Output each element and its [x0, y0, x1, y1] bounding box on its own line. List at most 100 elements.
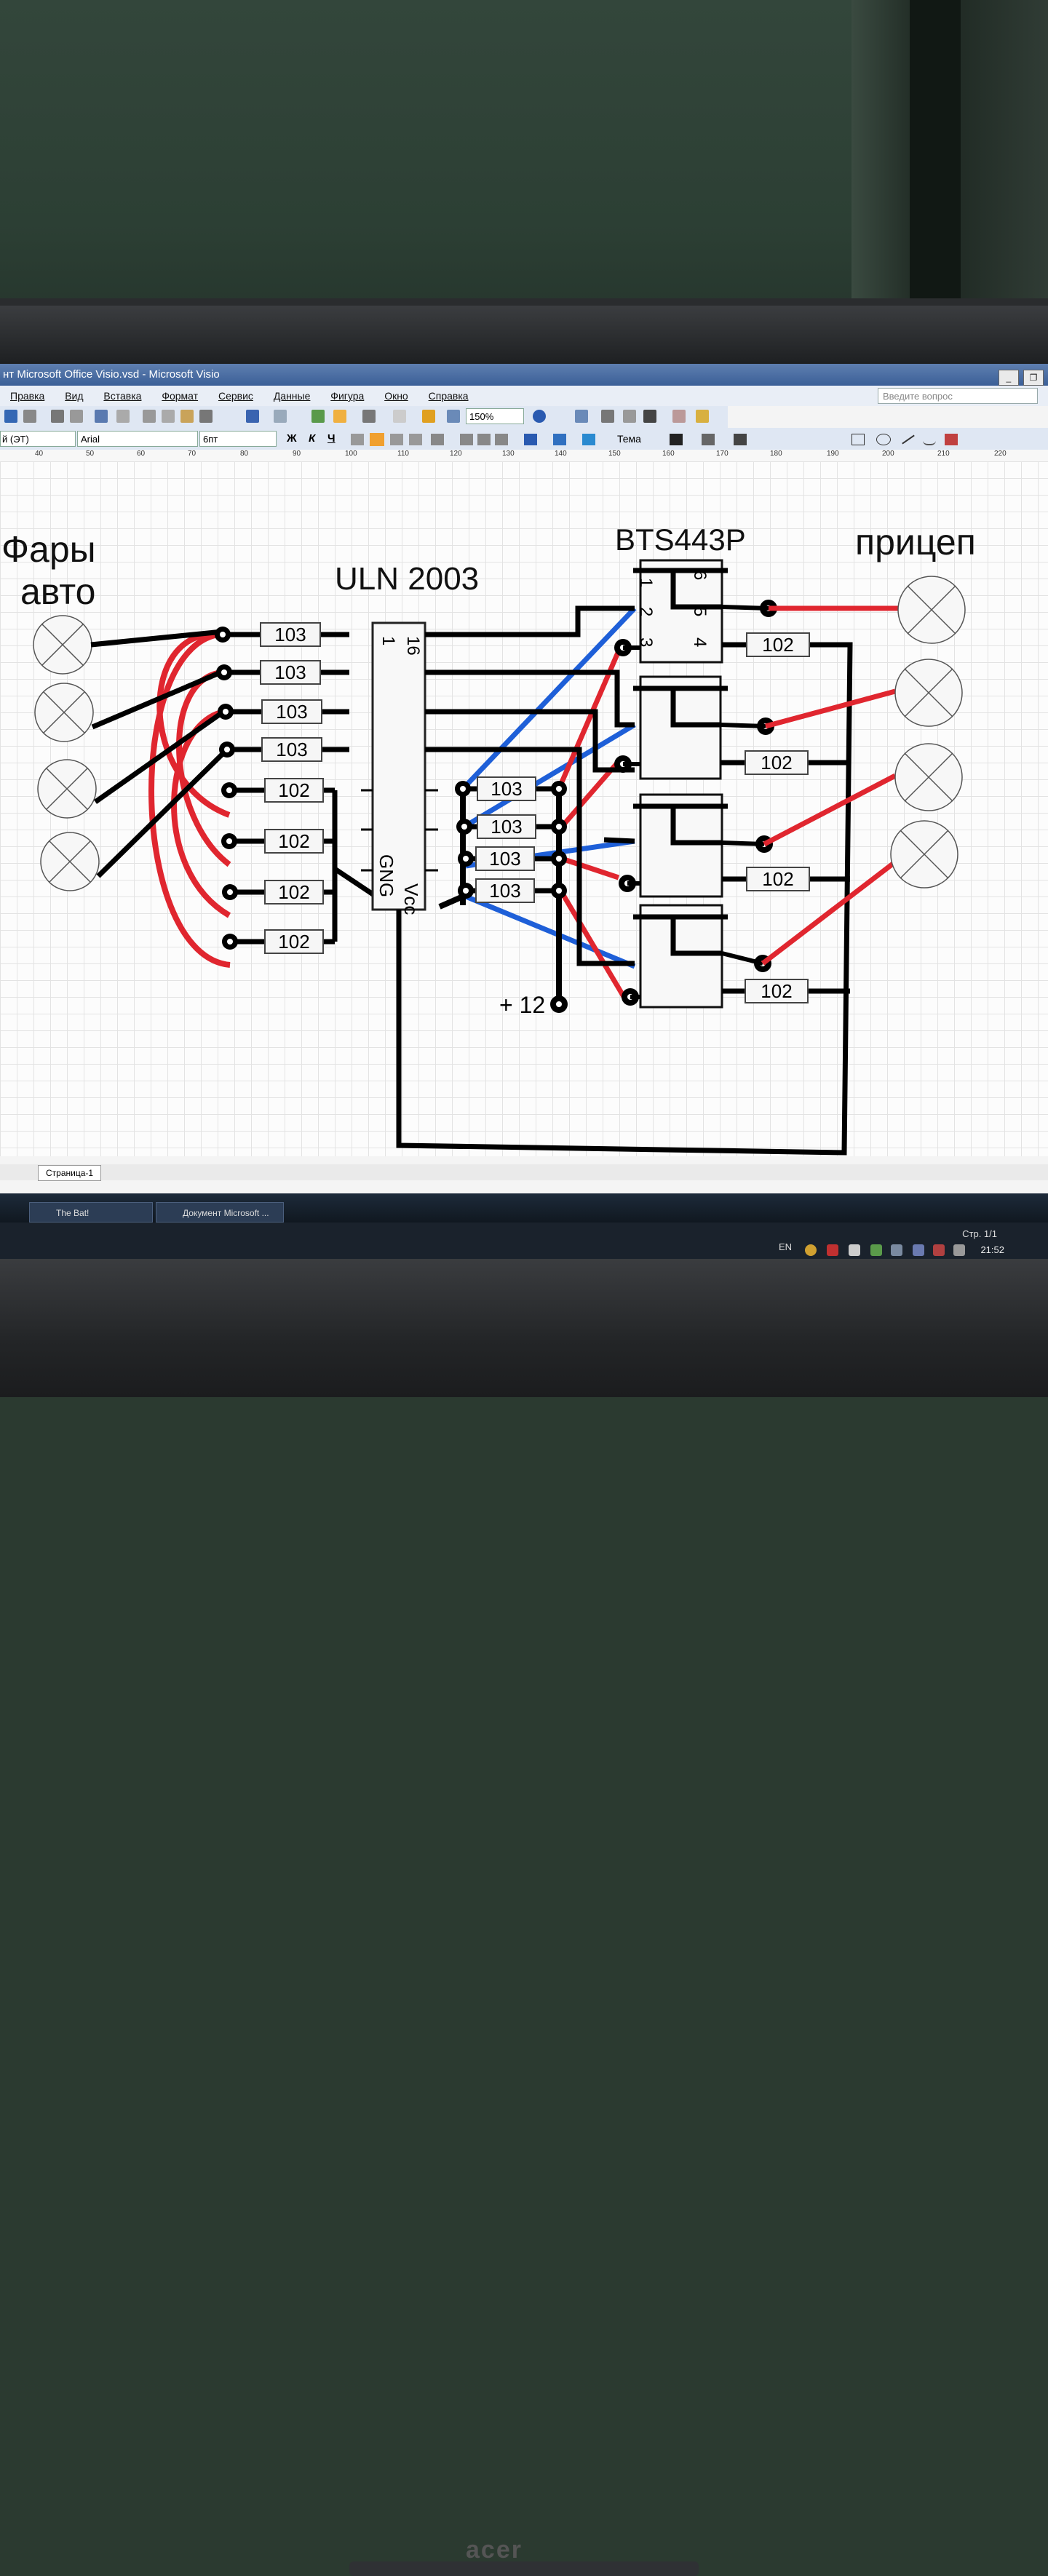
align-left-icon[interactable] [351, 434, 364, 445]
ruler-tick: 60 [137, 450, 146, 458]
bold-button[interactable]: Ж [287, 432, 297, 445]
connector-tool-icon[interactable] [362, 410, 376, 423]
pin-1-label: 1 [378, 636, 398, 645]
resistor-label: 103 [491, 778, 522, 800]
menu-view[interactable]: Вид [65, 390, 84, 402]
tray-icon[interactable] [933, 1244, 945, 1256]
align-center-icon[interactable] [370, 433, 384, 446]
menu-format[interactable]: Формат [162, 390, 199, 402]
ruler-tick: 80 [240, 450, 249, 458]
menu-window[interactable]: Окно [384, 390, 408, 402]
ruler-tick: 220 [994, 450, 1007, 458]
resistor-label: 102 [761, 752, 792, 774]
minimize-button[interactable]: _ [998, 370, 1019, 386]
resistor: 103 [458, 846, 567, 871]
save-icon[interactable] [4, 410, 17, 423]
pointer-tool-icon[interactable] [333, 410, 346, 423]
redo-icon[interactable] [274, 410, 287, 423]
fill-color-icon[interactable] [582, 434, 595, 445]
red-wire [765, 688, 896, 729]
crop-icon[interactable] [601, 410, 614, 423]
ruler-tick: 90 [293, 450, 301, 458]
menu-shape[interactable]: Фигура [330, 390, 365, 402]
research-icon[interactable] [95, 410, 108, 423]
ellipse-tool-icon[interactable] [876, 434, 891, 445]
rectangle-tool-icon[interactable] [852, 434, 865, 445]
format-painter-icon[interactable] [116, 410, 130, 423]
menu-help[interactable]: Справка [428, 390, 469, 402]
print-icon[interactable] [23, 410, 36, 423]
help-icon[interactable] [533, 410, 546, 423]
line-pattern-icon[interactable] [702, 434, 715, 445]
taskbar-app-thebat[interactable]: The Bat! [29, 1202, 153, 1223]
help-search-input[interactable]: Введите вопрос [878, 388, 1038, 404]
language-indicator[interactable]: EN [779, 1241, 793, 1252]
line-style-icon[interactable] [643, 410, 656, 423]
italic-button[interactable]: К [309, 432, 316, 445]
volume-icon[interactable] [953, 1244, 965, 1256]
underline-button[interactable]: Ч [328, 432, 336, 445]
ruler-tick: 170 [716, 450, 729, 458]
drawing-canvas[interactable]: Фары авто ULN 2003 BTS443P прицеп [0, 461, 1048, 1156]
align-right-icon[interactable] [390, 434, 403, 445]
line-weight-icon[interactable] [670, 434, 683, 445]
zoom-select[interactable]: 150% [466, 408, 524, 424]
freeform-tool-icon[interactable] [923, 434, 936, 445]
tray-icon[interactable] [827, 1244, 838, 1256]
increase-indent-icon[interactable] [495, 434, 508, 445]
bullets-icon[interactable] [460, 434, 473, 445]
font-size-select[interactable]: 6пт [199, 431, 277, 447]
justify-icon[interactable] [409, 434, 422, 445]
copy-icon[interactable] [162, 410, 175, 423]
line-ends-icon[interactable] [734, 434, 747, 445]
undo-icon[interactable] [246, 410, 259, 423]
red-wire [156, 631, 231, 818]
paste-icon[interactable] [180, 410, 194, 423]
clock[interactable]: 21:52 [980, 1244, 1004, 1255]
shapes-icon[interactable] [311, 410, 325, 423]
font-select[interactable]: Arial [77, 431, 198, 447]
insert-picture-icon[interactable] [575, 410, 588, 423]
resistor-label: 103 [491, 816, 522, 838]
style-select[interactable]: й (ЭТ) [0, 431, 76, 447]
uln-label: ULN 2003 [335, 561, 479, 597]
ruler-tick: 140 [555, 450, 567, 458]
page-tab[interactable]: Страница-1 [38, 1165, 102, 1181]
color-schemes-icon[interactable] [672, 410, 686, 423]
pan-zoom-icon[interactable] [447, 410, 460, 423]
layers-icon[interactable] [696, 410, 709, 423]
menu-data[interactable]: Данные [273, 390, 311, 402]
menu-tools[interactable]: Сервис [218, 390, 253, 402]
delete-icon[interactable] [199, 410, 213, 423]
font-color-icon[interactable] [524, 434, 537, 445]
rotate-icon[interactable] [623, 410, 636, 423]
print-preview-icon[interactable] [51, 410, 64, 423]
spelling-icon[interactable] [70, 410, 83, 423]
resistor-label: 103 [274, 624, 306, 645]
lamp-icon [37, 759, 97, 819]
tray-icon[interactable] [870, 1244, 882, 1256]
tray-icon[interactable] [805, 1244, 817, 1256]
headlight-wires [90, 629, 229, 878]
menu-insert[interactable]: Вставка [103, 390, 142, 402]
taskbar-app-document[interactable]: Документ Microsoft ... [156, 1202, 284, 1223]
decrease-indent-icon[interactable] [477, 434, 491, 445]
connection-point-icon[interactable] [422, 410, 435, 423]
pencil-tool-icon[interactable] [945, 434, 958, 445]
menu-edit[interactable]: Правка [10, 390, 45, 402]
page-count: Стр. 1/1 [962, 1228, 997, 1239]
monitor-brand-logo: acer [466, 2536, 523, 2564]
line-color-icon[interactable] [553, 434, 566, 445]
resistor: 102 [720, 750, 811, 775]
cut-icon[interactable] [143, 410, 156, 423]
resistor-label: 102 [278, 881, 309, 903]
theme-button[interactable]: Тема [617, 433, 641, 445]
background-wall [0, 0, 1048, 320]
horizontal-ruler: 40 50 60 70 80 90 100 110 120 130 140 15… [0, 450, 1048, 462]
tray-icon[interactable] [913, 1244, 924, 1256]
restore-button[interactable]: ❐ [1023, 370, 1044, 386]
tray-icon[interactable] [849, 1244, 860, 1256]
text-tool-icon[interactable] [393, 410, 406, 423]
vertical-align-icon[interactable] [431, 434, 444, 445]
tray-icon[interactable] [891, 1244, 902, 1256]
